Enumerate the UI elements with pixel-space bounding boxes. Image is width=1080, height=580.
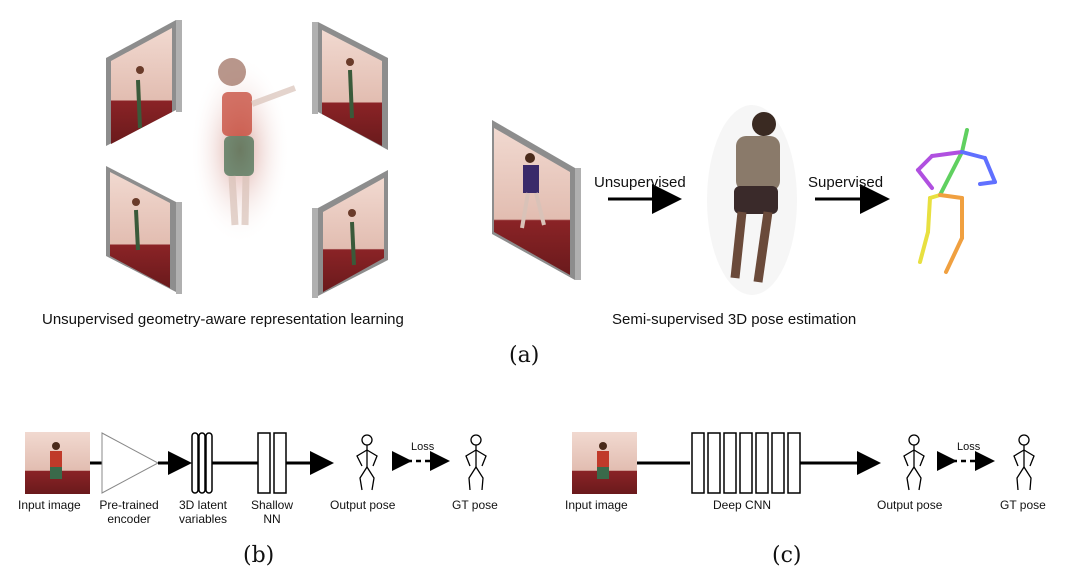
encoder-triangle [101, 432, 160, 494]
input-image-label-c: Input image [565, 498, 628, 512]
deep-cnn-block [691, 432, 801, 494]
output-pose-stick-figure-c [903, 434, 925, 491]
shallow-nn-label-line2: NN [263, 512, 281, 526]
latent-label-line2: variables [178, 512, 228, 526]
gt-pose-stick-figure-c [1013, 434, 1035, 491]
gt-pose-label-c: GT pose [1000, 498, 1046, 512]
3d-skeleton [916, 128, 997, 274]
input-image-thumbnail-b [25, 432, 90, 494]
unsupervised-label: Unsupervised [594, 174, 686, 191]
output-pose-stick-figure-b [356, 434, 378, 491]
sublabel-b: (b) [243, 543, 275, 568]
shallow-nn-label: Shallow NN [237, 498, 307, 526]
left-caption-a: Unsupervised geometry-aware representati… [42, 311, 404, 328]
view-panel-bottom-right [312, 170, 388, 298]
blurred-person-reconstruction [190, 55, 297, 245]
supervised-label: Supervised [808, 174, 884, 191]
view-panel-bottom-left [106, 166, 182, 294]
encoder-label-line2: encoder [107, 512, 151, 526]
encoder-label: Pre-trained encoder [94, 498, 164, 526]
gt-pose-label-b: GT pose [452, 498, 498, 512]
back-view-person [707, 105, 797, 295]
input-view-panel [492, 120, 581, 280]
loss-label-c: Loss [957, 441, 981, 453]
output-pose-label-c: Output pose [877, 498, 943, 512]
gt-pose-stick-figure-b [465, 434, 487, 491]
sublabel-a: (a) [509, 343, 540, 368]
latent-variables-block [191, 432, 213, 494]
shallow-nn-label-line1: Shallow [250, 498, 294, 512]
loss-label-b: Loss [411, 441, 435, 453]
encoder-label-line1: Pre-trained [99, 498, 159, 512]
latent-label: 3D latent variables [168, 498, 238, 526]
latent-label-line1: 3D latent [178, 498, 228, 512]
right-caption-a: Semi-supervised 3D pose estimation [612, 311, 857, 328]
deep-cnn-label: Deep CNN [713, 498, 772, 512]
input-image-label-b: Input image [18, 498, 81, 512]
view-panel-top-left [106, 20, 182, 146]
output-pose-label-b: Output pose [330, 498, 396, 512]
sublabel-c: (c) [772, 543, 802, 568]
view-panel-top-right [312, 22, 388, 150]
shallow-nn-block [257, 432, 287, 494]
input-image-thumbnail-c [572, 432, 637, 494]
